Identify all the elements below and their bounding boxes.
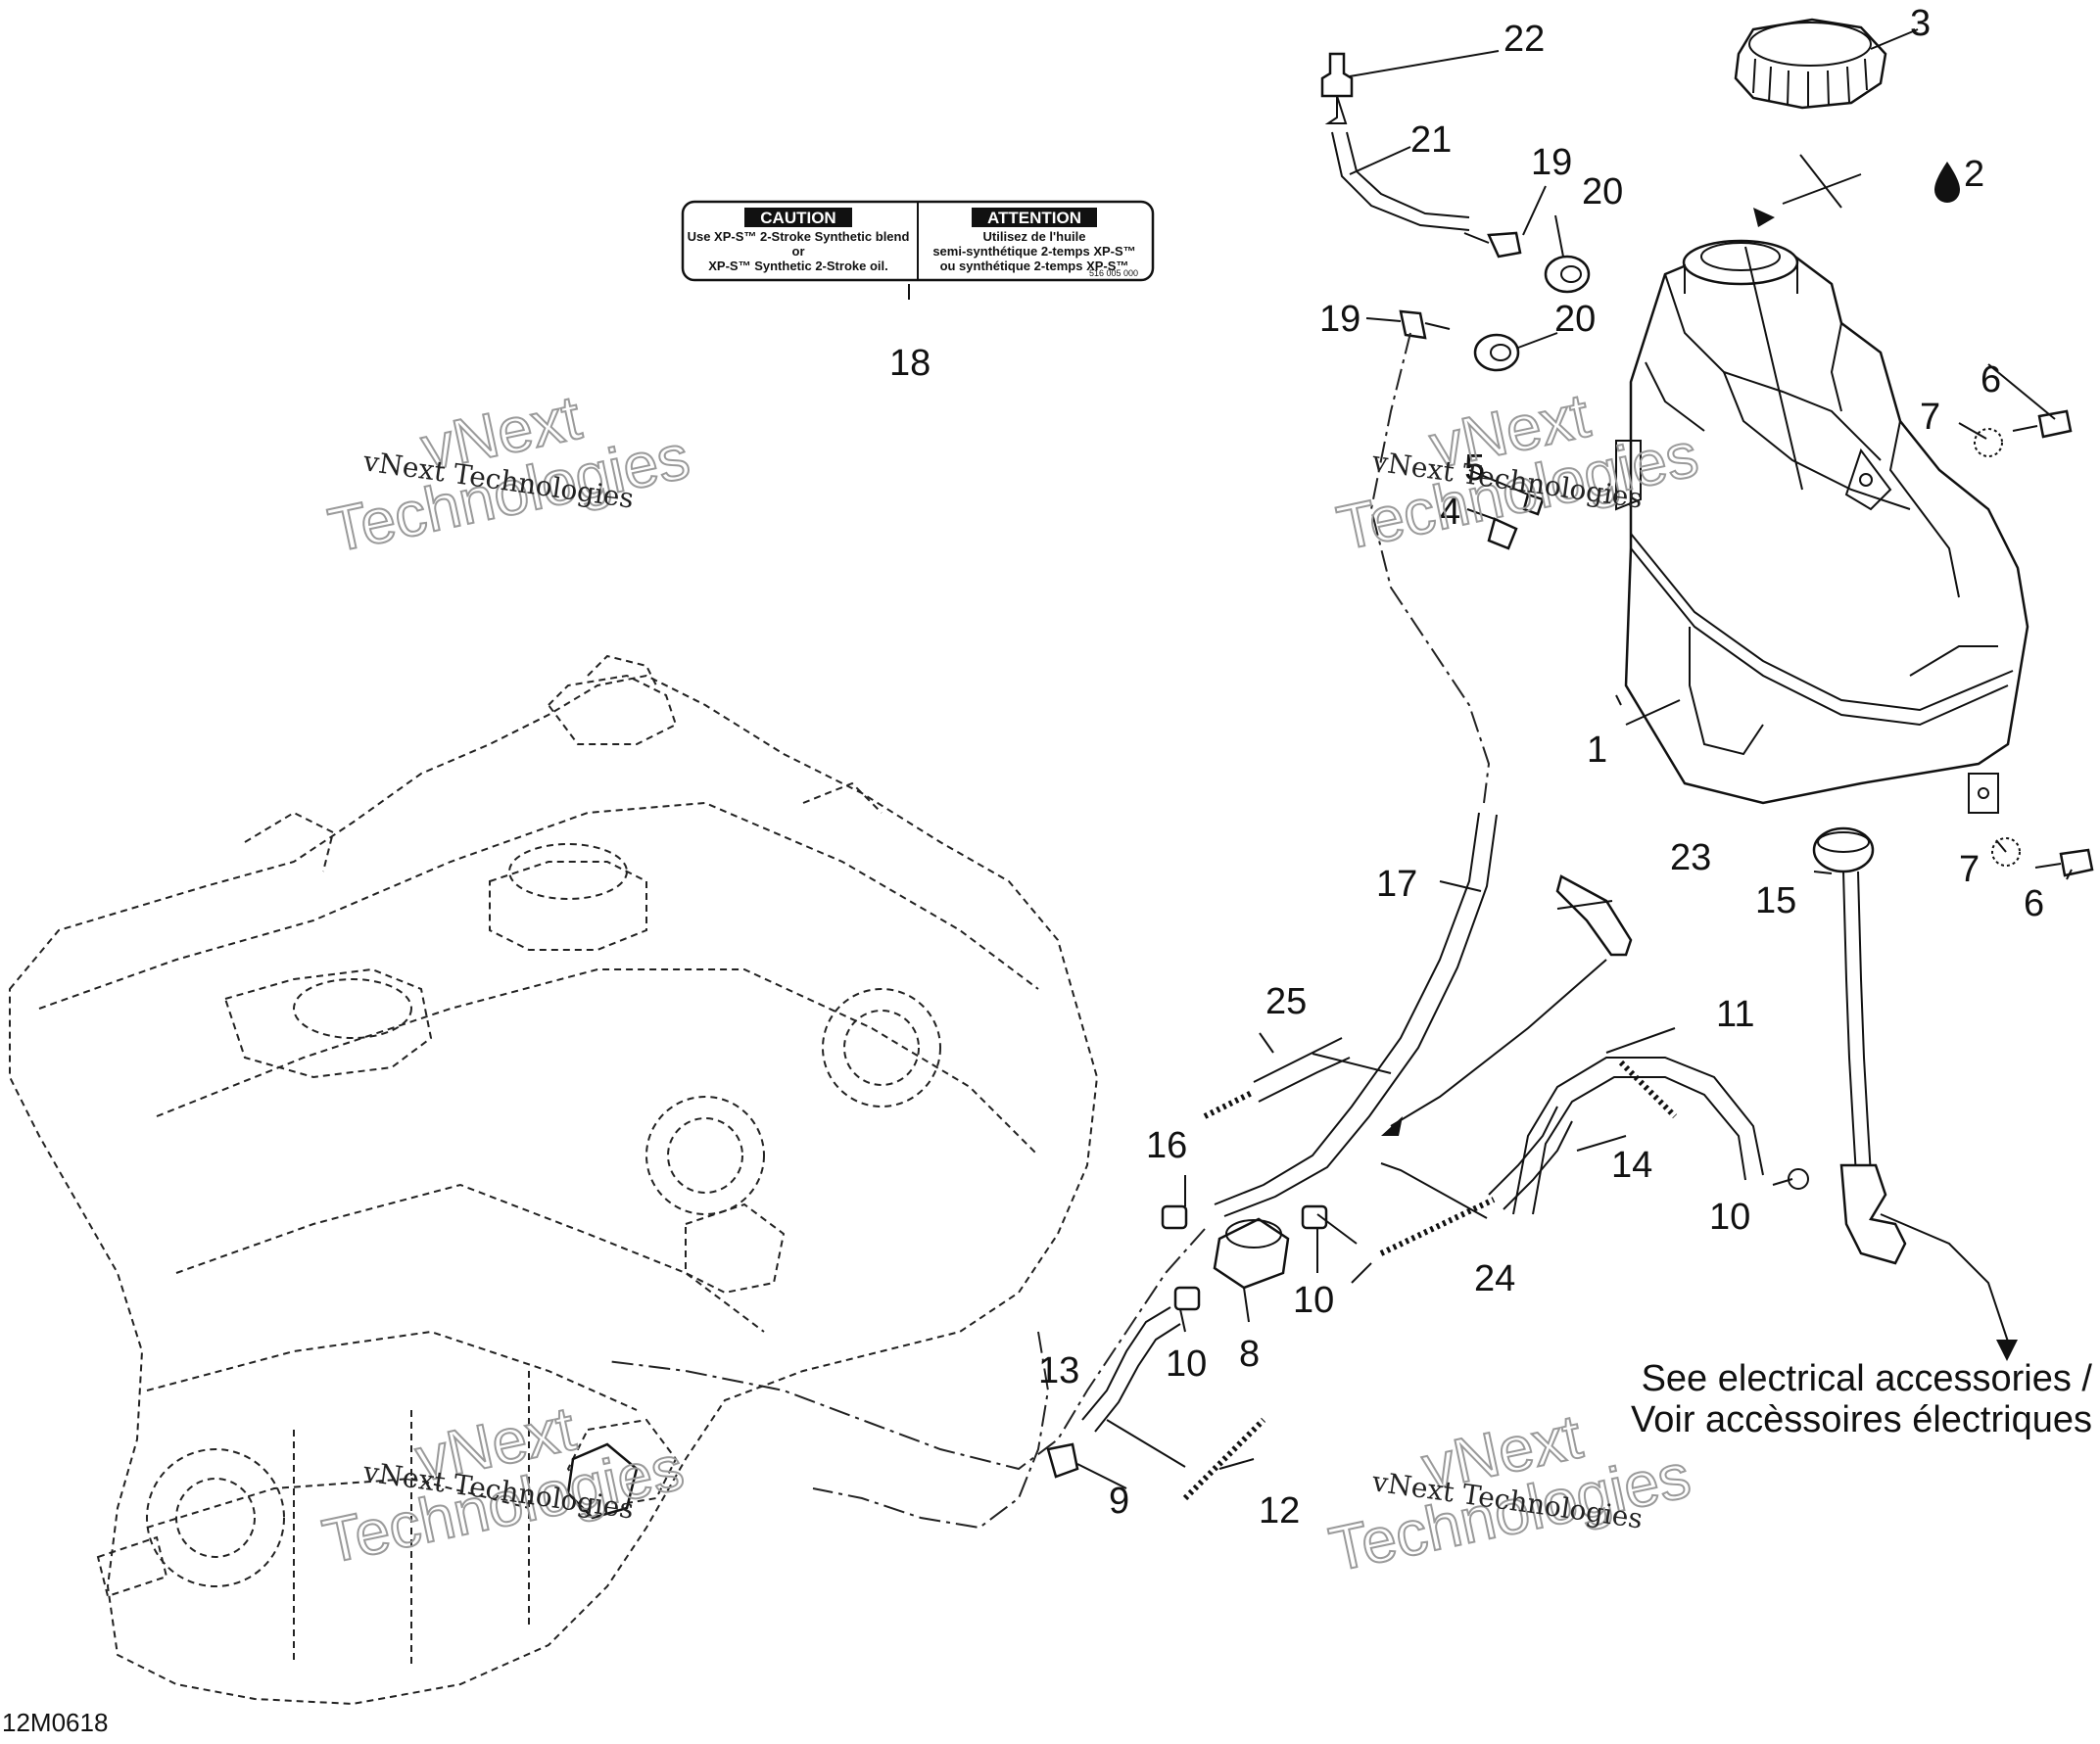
arrow-down-icon [1996, 1340, 2018, 1361]
callout-20-upper: 20 [1582, 171, 1623, 212]
callout-23: 23 [1670, 837, 1711, 878]
callout-2: 2 [1964, 154, 1984, 195]
callout-1: 1 [1587, 730, 1607, 771]
callout-5: 5 [1464, 448, 1485, 489]
callout-10-center: 10 [1293, 1280, 1334, 1321]
decal-right-text: Utilisez de l'huile [983, 229, 1086, 244]
decal-part-number: 516 005 000 [1089, 268, 1138, 278]
callout-17: 17 [1376, 864, 1417, 905]
decal-left-text: XP-S™ Synthetic 2-Stroke oil. [708, 259, 888, 273]
callout-8: 8 [1239, 1334, 1260, 1375]
callout-6-lower: 6 [2024, 883, 2044, 924]
oil-tank [1615, 239, 2029, 814]
callout-4: 4 [1440, 492, 1460, 533]
caution-decal: CAUTION ATTENTION Use XP-S™ 2-Stroke Syn… [681, 200, 1155, 282]
callout-21: 21 [1410, 119, 1452, 161]
callout-7-upper: 7 [1920, 397, 1940, 438]
callout-7-lower: 7 [1959, 849, 1980, 890]
callout-12: 12 [1259, 1490, 1300, 1532]
tank-cap [1734, 18, 1887, 110]
callouts: 1 2 3 4 5 6 6 7 7 8 9 10 10 10 11 12 13 … [889, 3, 2044, 1532]
decal-left-text: Use XP-S™ 2-Stroke Synthetic blend [688, 229, 910, 244]
callout-9: 9 [1109, 1481, 1129, 1522]
fittings [566, 52, 2094, 1530]
oil-drop-icon [1934, 162, 1960, 203]
callout-11: 11 [1716, 994, 1754, 1035]
figure-reference: 12M0618 [2, 1708, 108, 1737]
callout-24: 24 [1474, 1258, 1515, 1299]
arrow-pointer-icon [1381, 208, 1775, 1136]
decal-right-text: ou synthétique 2-temps XP-S™ [940, 259, 1129, 273]
note-line-2: Voir accèssoires électriques [1631, 1399, 2092, 1440]
callout-16: 16 [1146, 1125, 1187, 1166]
engine-outline [9, 654, 1099, 1706]
callout-25: 25 [1265, 981, 1307, 1022]
decal-left-title: CAUTION [760, 209, 835, 227]
callout-22: 22 [1503, 19, 1545, 60]
note-line-1: See electrical accessories / [1642, 1358, 2093, 1399]
decal-right-text: semi-synthétique 2-temps XP-S™ [932, 244, 1135, 259]
callout-18: 18 [889, 343, 931, 384]
decal-right-title: ATTENTION [987, 209, 1081, 227]
callout-15: 15 [1755, 880, 1796, 921]
callout-20-lower: 20 [1554, 299, 1596, 340]
callout-10-left: 10 [1166, 1343, 1207, 1385]
callout-3: 3 [1910, 3, 1931, 44]
callout-19-upper: 19 [1531, 142, 1572, 183]
callout-14: 14 [1611, 1145, 1652, 1186]
callout-6-upper: 6 [1981, 359, 2001, 401]
callout-13: 13 [1038, 1350, 1079, 1391]
callout-19-lower: 19 [1319, 299, 1360, 340]
accessories-note: See electrical accessories / Voir accèss… [1631, 1358, 2092, 1440]
decal-left-text: or [792, 244, 805, 259]
leader-lines [908, 28, 2073, 1489]
callout-10-right: 10 [1709, 1197, 1750, 1238]
